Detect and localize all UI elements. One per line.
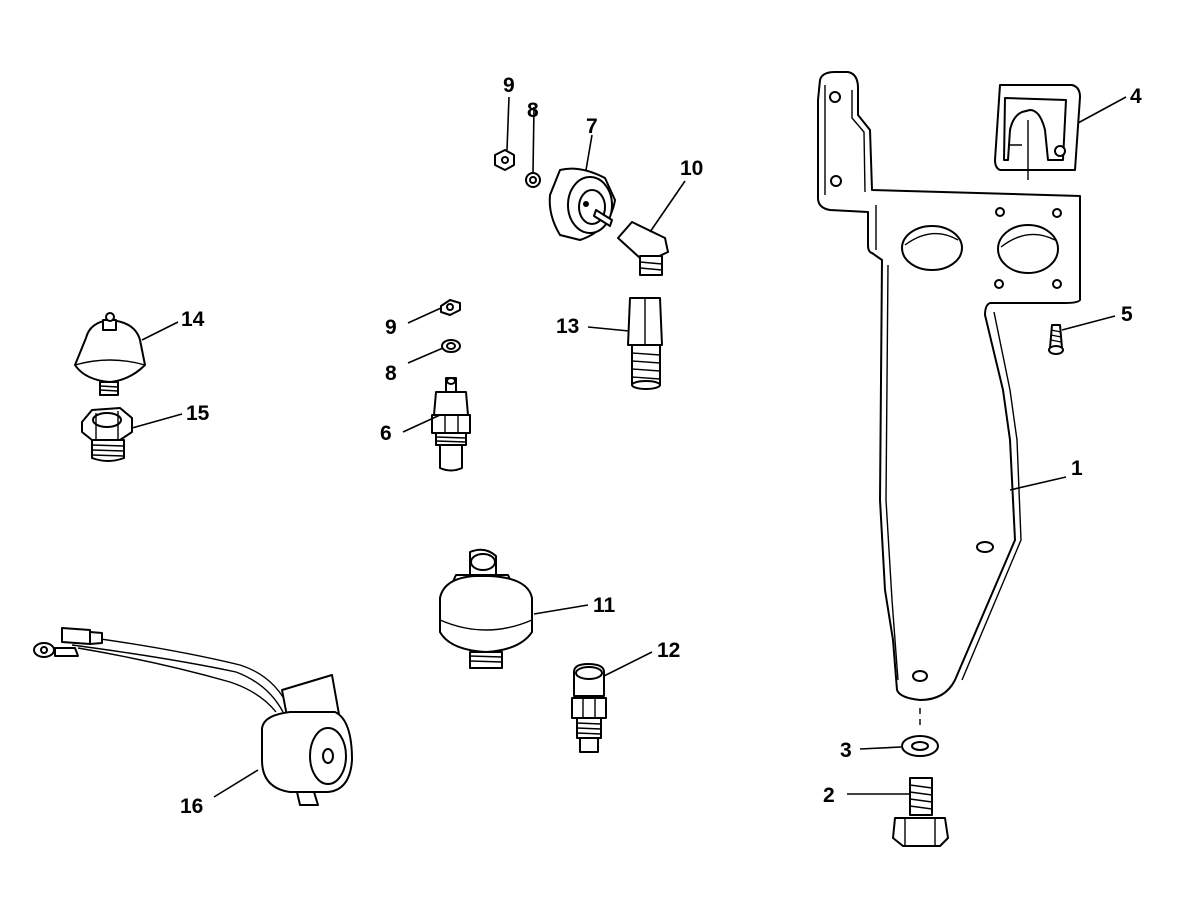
callout-labels: 1 2 3 4 5 6 7 8 8 9 9 10 11 12 13 14 15 …: [180, 74, 1142, 818]
leader-5: [1061, 315, 1116, 331]
leader-7: [585, 134, 593, 171]
leader-8a: [532, 106, 535, 174]
part-3-washer: [901, 708, 939, 757]
callout-13: 13: [556, 315, 579, 338]
part-9-nut-mid: [440, 299, 461, 316]
part-8-washer-mid: [441, 339, 461, 353]
callout-16: 16: [180, 795, 203, 818]
part-15-adapter: [81, 407, 133, 462]
callout-5: 5: [1121, 303, 1133, 326]
part-1-bracket: [817, 71, 1081, 701]
leader-8b: [407, 347, 444, 364]
leader-11: [533, 604, 589, 615]
part-8-washer-top: [525, 172, 541, 188]
callout-7: 7: [586, 115, 598, 138]
part-6-switch: [431, 377, 471, 472]
leader-1: [1009, 476, 1067, 491]
leader-3: [859, 746, 902, 750]
callout-6: 6: [380, 422, 392, 445]
leader-9b: [407, 307, 442, 324]
callout-4: 4: [1130, 85, 1142, 108]
callout-8-top: 8: [527, 99, 539, 122]
part-4-clip: [994, 84, 1081, 180]
callout-1: 1: [1071, 457, 1083, 480]
part-11-sensor: [439, 548, 533, 669]
part-14-switch: [74, 312, 146, 396]
part-16-switch-leads: [33, 627, 353, 806]
part-2-bolt: [892, 777, 949, 847]
callout-12: 12: [657, 639, 680, 662]
callout-11: 11: [593, 594, 616, 617]
leader-10: [649, 180, 686, 233]
callout-9-mid: 9: [385, 316, 397, 339]
leader-4: [1077, 96, 1127, 124]
leader-16: [213, 769, 259, 798]
leader-14: [141, 321, 179, 341]
callout-2: 2: [823, 784, 835, 807]
part-10-elbow: [617, 221, 669, 276]
leader-15: [131, 413, 183, 429]
leader-9a: [506, 96, 510, 151]
callout-14: 14: [181, 308, 205, 331]
leader-6: [402, 414, 441, 433]
leader-13: [587, 326, 630, 332]
part-9-nut-top: [494, 149, 515, 171]
callout-3: 3: [840, 739, 852, 762]
callout-9-top: 9: [503, 74, 515, 97]
part-5-screw: [1048, 324, 1064, 355]
part-12-fitting: [571, 663, 607, 753]
callout-10: 10: [680, 157, 703, 180]
callout-15: 15: [186, 402, 210, 425]
callout-8-mid: 8: [385, 362, 397, 385]
leader-lines: [131, 96, 1127, 798]
part-7-sender: [548, 167, 616, 241]
part-13-adapter: [627, 297, 663, 390]
leader-12: [603, 651, 653, 677]
